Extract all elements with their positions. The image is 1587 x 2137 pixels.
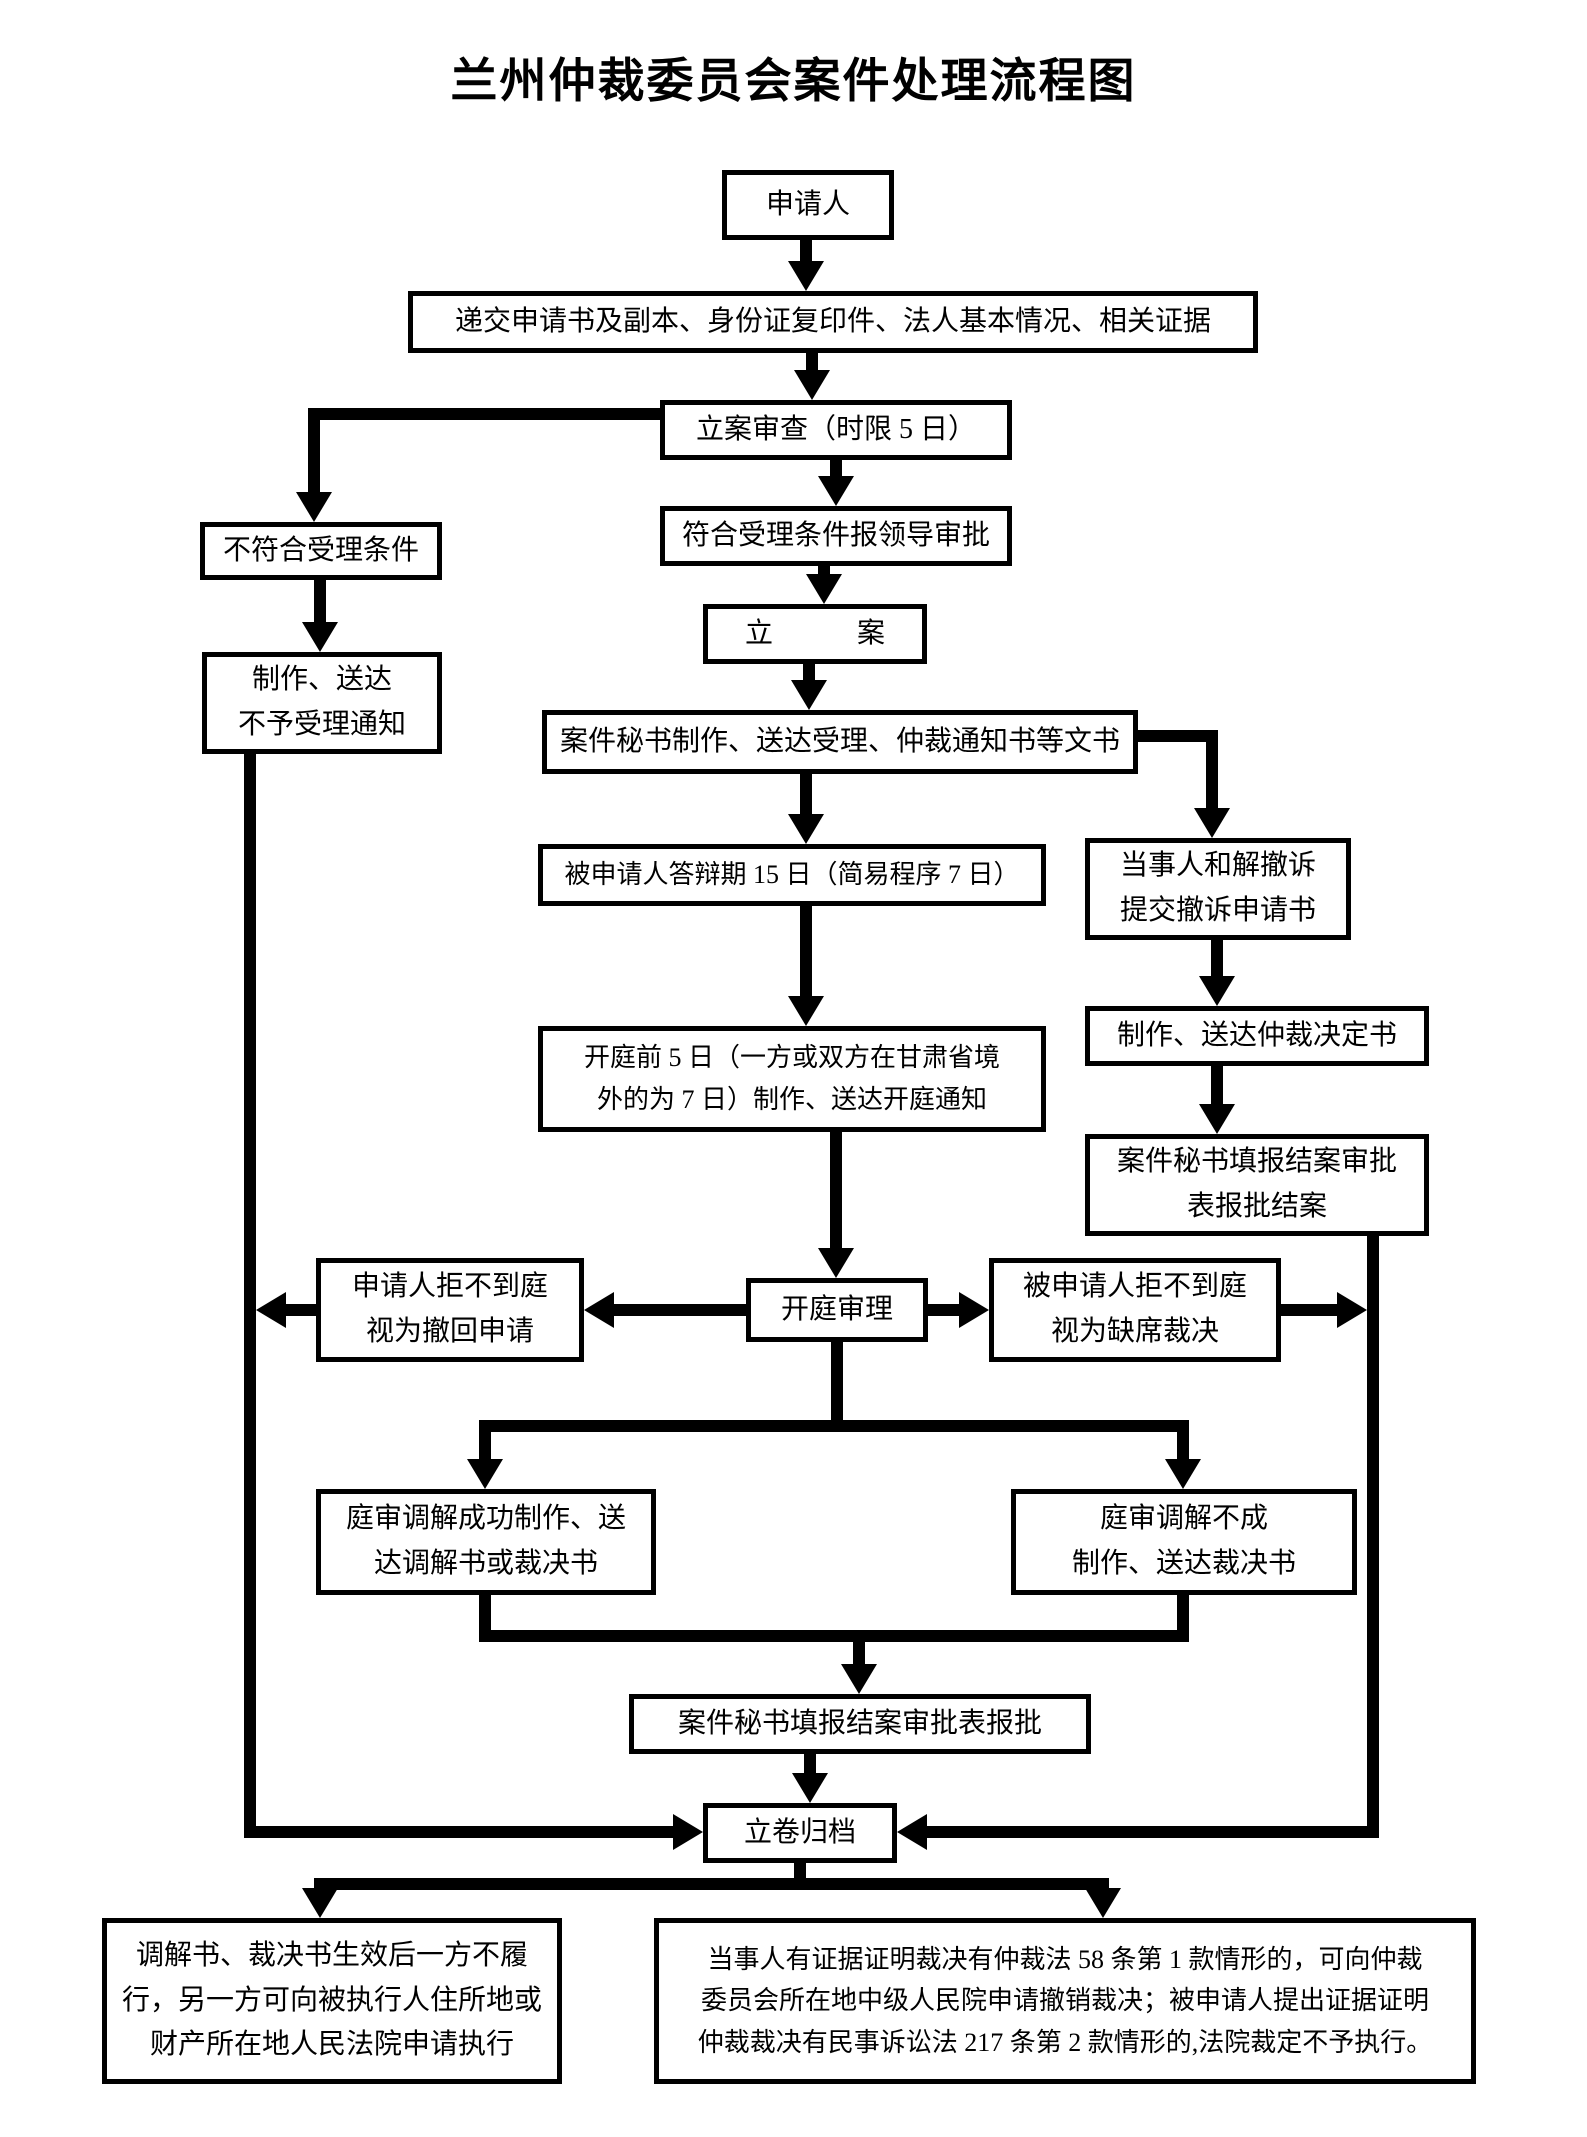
page-title: 兰州仲裁委员会案件处理流程图: [450, 56, 1137, 108]
node-archive: 立卷归档: [703, 1803, 897, 1863]
node-mediation-fail: 庭审调解不成 制作、送达裁决书: [1011, 1489, 1357, 1595]
connector-hearingnotice-hearing: [830, 1132, 842, 1252]
node-secretary-documents: 案件秘书制作、送达受理、仲裁通知书等文书: [542, 710, 1138, 774]
arrowhead-decision-closereport: [1199, 1104, 1235, 1134]
arrowhead-closereport-archive: [792, 1773, 828, 1803]
arrowhead-split-mediation-fail: [1165, 1459, 1201, 1489]
connector-notqualified-notice: [314, 580, 326, 626]
node-qualified-approval: 符合受理条件报领导审批: [660, 506, 1012, 566]
arrowhead-secretary-withdraw: [1194, 808, 1230, 838]
arrowhead-right-conduit-archive: [897, 1814, 927, 1850]
node-submit-documents: 递交申请书及副本、身份证复印件、法人基本情况、相关证据: [408, 291, 1258, 353]
arrowhead-secretary-defense: [788, 814, 824, 844]
arrowhead-hearingnotice-hearing: [818, 1248, 854, 1278]
node-close-report-main: 案件秘书填报结案审批表报批: [629, 1694, 1091, 1754]
conduit-right-horizontal: [927, 1826, 1379, 1838]
connector-closereport-archive: [804, 1754, 816, 1777]
arrowhead-archive-enforcecourt: [302, 1888, 338, 1918]
conduit-left-vertical: [244, 750, 256, 1838]
node-mediation-success: 庭审调解成功制作、送 达调解书或裁决书: [316, 1489, 656, 1595]
connector-applicantabsent-conduit: [286, 1304, 316, 1316]
connector-withdraw-decision: [1211, 940, 1223, 980]
connector-submit-review: [806, 353, 818, 375]
arrowhead-applicantabsent-conduit: [256, 1292, 286, 1328]
node-close-report-right: 案件秘书填报结案审批 表报批结案: [1085, 1134, 1429, 1236]
arrowhead-filecase-secretary: [791, 680, 827, 710]
arrowhead-qualified-filecase: [806, 574, 842, 604]
arrowhead-merge-closereportmain: [841, 1664, 877, 1694]
arrowhead-respondentabsent-conduit: [1337, 1292, 1367, 1328]
conduit-left-horizontal: [244, 1826, 679, 1838]
node-not-qualified: 不符合受理条件: [200, 522, 442, 580]
node-case-review: 立案审查（时限 5 日）: [660, 400, 1012, 460]
connector-merge-bar: [479, 1630, 1189, 1642]
node-defense-period: 被申请人答辩期 15 日（简易程序 7 日）: [538, 844, 1046, 906]
connector-hearing-respondentabsent: [928, 1304, 959, 1316]
connector-secretary-right-horizontal: [1138, 730, 1218, 742]
node-respondent-absent: 被申请人拒不到庭 视为缺席裁决: [989, 1258, 1281, 1362]
arrowhead-withdraw-decision: [1199, 976, 1235, 1006]
connector-merge-stem: [853, 1642, 865, 1666]
connector-split-right: [1177, 1420, 1189, 1462]
node-arbitration-decision-doc: 制作、送达仲裁决定书: [1085, 1006, 1429, 1066]
node-applicant: 申请人: [722, 170, 894, 240]
arrowhead-review-qualified: [818, 476, 854, 506]
node-file-case: 立 案: [703, 604, 927, 664]
arrowhead-hearing-applicantabsent: [584, 1292, 614, 1328]
arrowhead-left-conduit-archive: [673, 1814, 703, 1850]
connector-applicant-submit: [800, 240, 812, 266]
connector-filecase-secretary: [803, 664, 815, 684]
arrowhead-applicant-submit: [788, 261, 824, 291]
connector-review-qualified: [830, 460, 842, 480]
connector-hearing-split-bar: [479, 1420, 1189, 1432]
arrowhead-defense-hearingnotice: [788, 996, 824, 1026]
conduit-right-vertical: [1367, 1236, 1379, 1838]
arrowhead-submit-review: [794, 370, 830, 400]
connector-respondentabsent-conduit: [1281, 1304, 1337, 1316]
node-revoke-award: 当事人有证据证明裁决有仲裁法 58 条第 1 款情形的，可向仲裁 委员会所在地中…: [654, 1918, 1476, 2084]
node-hearing-notice: 开庭前 5 日（一方或双方在甘肃省境 外的为 7 日）制作、送达开庭通知: [538, 1026, 1046, 1132]
connector-secretary-defense: [800, 774, 812, 818]
arrowhead-hearing-respondentabsent: [959, 1292, 989, 1328]
connector-defense-hearingnotice: [800, 906, 812, 1000]
node-hearing: 开庭审理: [746, 1278, 928, 1342]
connector-review-left-horizontal: [308, 408, 660, 420]
connector-secretary-right-vertical: [1206, 730, 1218, 810]
arrowhead-archive-revokeaward: [1085, 1888, 1121, 1918]
node-applicant-absent: 申请人拒不到庭 视为撤回申请: [316, 1258, 584, 1362]
connector-hearing-applicantabsent: [614, 1304, 746, 1316]
node-enforce-court: 调解书、裁决书生效后一方不履 行，另一方可向被执行人住所地或 财产所在地人民法院…: [102, 1918, 562, 2084]
connector-decision-closereport: [1211, 1066, 1223, 1108]
connector-archive-split-bar: [314, 1878, 1109, 1890]
node-settle-withdraw: 当事人和解撤诉 提交撤诉申请书: [1085, 838, 1351, 940]
arrowhead-split-mediation-success: [467, 1459, 503, 1489]
arrowhead-review-notqualified: [296, 492, 332, 522]
arrowhead-notqualified-notice: [302, 622, 338, 652]
connector-review-left-vertical: [308, 408, 320, 494]
connector-hearing-split-stem: [831, 1342, 843, 1432]
node-rejection-notice: 制作、送达 不予受理通知: [202, 652, 442, 754]
connector-split-left: [479, 1420, 491, 1462]
